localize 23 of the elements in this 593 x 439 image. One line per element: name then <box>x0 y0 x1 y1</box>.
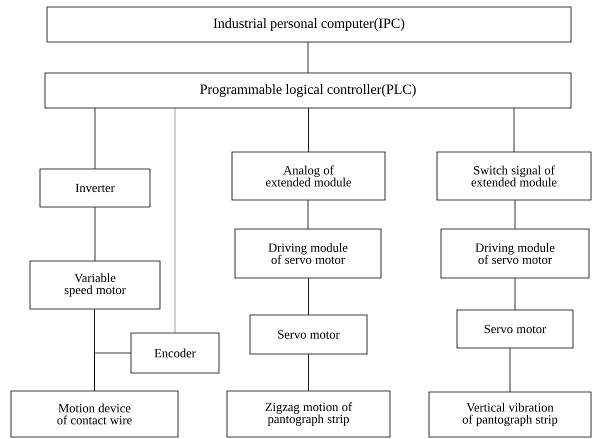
connector-line <box>94 352 131 391</box>
process-box: Driving module of servo motor <box>234 228 382 278</box>
connector-line <box>514 278 516 310</box>
process-box: Inverter <box>40 168 150 208</box>
process-box: Analog of extended module <box>232 152 386 200</box>
connector-line <box>94 207 96 261</box>
process-box: Servo motor <box>456 310 574 348</box>
connector-line <box>174 108 176 333</box>
process-box: Variable speed motor <box>30 260 160 310</box>
process-box: Servo motor <box>250 314 368 354</box>
connector-line <box>308 278 309 315</box>
process-box: Switch signal of extended module <box>436 152 592 200</box>
connector-line <box>94 108 96 169</box>
connector-line <box>308 108 309 152</box>
process-box: Encoder <box>130 332 220 374</box>
process-box: Programmable logical controller(PLC) <box>44 72 572 108</box>
connector-line <box>514 200 516 229</box>
connector-line <box>308 354 309 391</box>
process-box: Vertical vibration of pantograph strip <box>428 392 592 438</box>
process-box: Zigzag motion of pantograph strip <box>226 390 390 438</box>
process-box: Driving module of servo motor <box>440 228 590 278</box>
process-box: Motion device of contact wire <box>10 390 178 438</box>
process-box: Industrial personal computer(IPC) <box>46 6 572 42</box>
